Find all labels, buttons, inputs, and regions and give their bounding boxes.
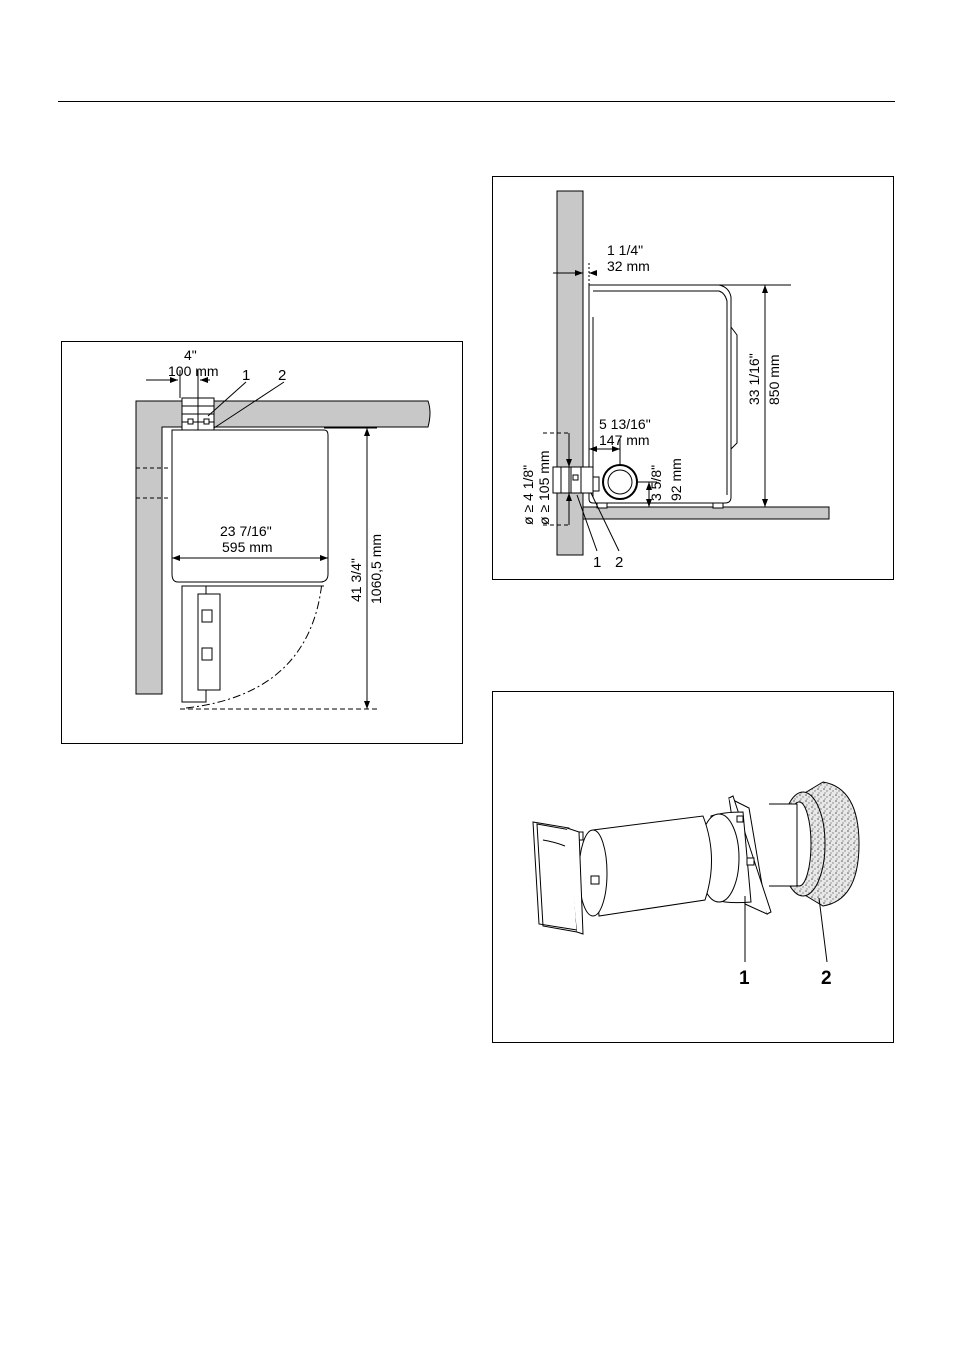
callout-2: 2 [615, 554, 623, 571]
floor [583, 507, 829, 519]
dim-height-in: 33 1/16" [746, 353, 762, 405]
callout-1: 1 [593, 554, 601, 571]
dim-outlet-mm: 147 mm [599, 432, 650, 448]
dim-diameter-in: ø ≥ 4 1/8" [520, 465, 536, 525]
figure-vent-part: 1 2 [492, 691, 894, 1043]
dim-outlet-height-mm: 92 mm [668, 458, 684, 501]
callout-2: 2 [278, 367, 286, 384]
top-view-drawing: 4" 100 mm 1 2 23 7/16" 595 mm 41 3/4" 10… [62, 342, 464, 745]
dim-gap-in: 1 1/4" [607, 242, 643, 258]
figure-top-view: 4" 100 mm 1 2 23 7/16" 595 mm 41 3/4" 10… [61, 341, 463, 744]
header-rule [58, 101, 895, 102]
dryer-body [172, 430, 328, 582]
side-view-drawing: 1 1/4" 32 mm 33 1/16" 850 mm 5 13/16" 14… [493, 177, 895, 581]
dim-gap-mm: 32 mm [607, 258, 650, 274]
dim-outlet-in: 5 13/16" [599, 416, 651, 432]
dim-outlet-height-in: 3 5/8" [648, 465, 664, 501]
dim-depth-in: 41 3/4" [348, 558, 364, 602]
dim-offset-mm: 100 mm [168, 363, 219, 379]
dim-width-in: 23 7/16" [220, 523, 272, 539]
callout-1: 1 [739, 968, 750, 989]
vent-part-drawing: 1 2 [493, 692, 895, 1044]
dim-depth-mm: 1060,5 mm [368, 534, 384, 604]
callout-1: 1 [242, 367, 250, 384]
dim-width-mm: 595 mm [222, 539, 273, 555]
callout-2: 2 [821, 968, 832, 989]
vent-tube [593, 816, 712, 916]
dim-offset-in: 4" [184, 347, 197, 363]
dim-diameter-mm: ø ≥ 105 mm [536, 450, 552, 525]
figure-side-view: 1 1/4" 32 mm 33 1/16" 850 mm 5 13/16" 14… [492, 176, 894, 580]
dim-height-mm: 850 mm [766, 354, 782, 405]
